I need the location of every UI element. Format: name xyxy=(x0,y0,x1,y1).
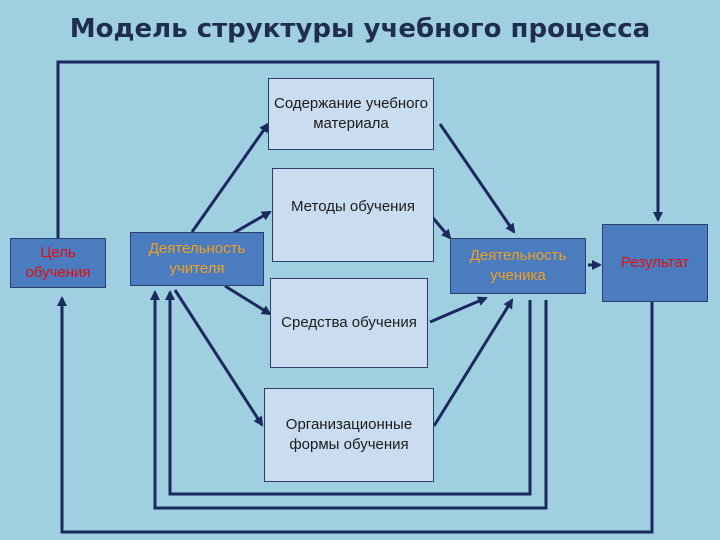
node-methods: Методы обучения xyxy=(272,168,434,262)
loop-result-to-goal xyxy=(57,296,654,534)
arrow-teacher-to-content xyxy=(190,122,270,233)
arrow-forms-to-student xyxy=(432,298,514,427)
node-means: Средства обучения xyxy=(270,278,428,368)
node-student: Деятельность ученика xyxy=(450,238,586,294)
arrow-content-to-student xyxy=(438,123,516,234)
loop-goal-to-result xyxy=(56,60,663,238)
arrow-teacher-to-forms xyxy=(173,289,264,427)
node-goal: Цель обучения xyxy=(10,238,106,288)
arrow-teacher-to-means xyxy=(224,284,272,316)
loop-student-to-teacher-outer xyxy=(150,290,548,510)
loop-student-to-teacher-inner xyxy=(165,290,532,496)
node-teacher: Деятельность учителя xyxy=(130,232,264,286)
arrow-means-to-student xyxy=(429,296,488,324)
node-result: Результат xyxy=(602,224,708,302)
diagram-title: Модель структуры учебного процесса xyxy=(69,14,651,44)
node-forms: Организационные формы обучения xyxy=(264,388,434,482)
node-content: Содержание учебного материала xyxy=(268,78,434,150)
arrow-methods-to-student xyxy=(431,217,452,240)
